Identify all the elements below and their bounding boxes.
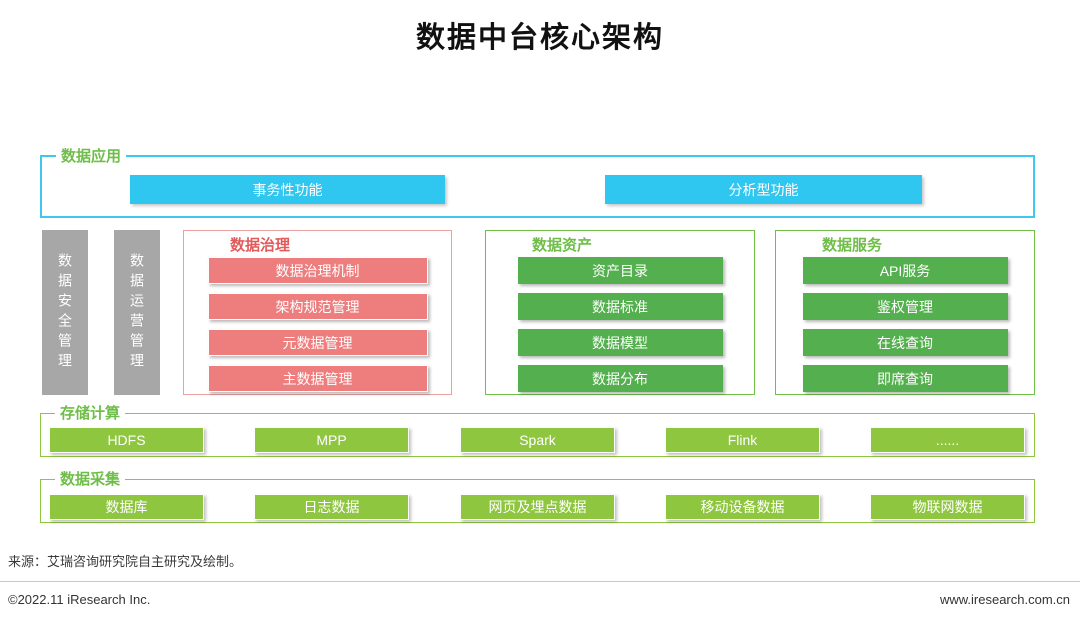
block-spark: Spark [460, 427, 615, 453]
footer-website: www.iresearch.com.cn [939, 592, 1070, 607]
block-analytical-function: 分析型功能 [605, 175, 922, 204]
block-database: 数据库 [49, 494, 204, 520]
block-hdfs: HDFS [49, 427, 204, 453]
section-data-application: 数据应用 事务性功能 分析型功能 [40, 146, 1035, 218]
block-api-service: API服务 [802, 257, 1008, 284]
bar-data-security-management: 数据安全管理 [42, 230, 88, 395]
block-more-ellipsis: ...... [870, 427, 1025, 453]
panel-data-assets: 数据资产 资产目录 数据标准 数据模型 数据分布 [485, 230, 755, 395]
block-log-data: 日志数据 [254, 494, 409, 520]
block-asset-catalog: 资产目录 [517, 257, 723, 284]
bar-data-operation-management: 数据运营管理 [114, 230, 160, 395]
block-architecture-standard-management: 架构规范管理 [207, 293, 428, 320]
section-storage-computing: 存储计算 HDFS MPP Spark Flink ...... [40, 403, 1035, 457]
block-web-tracking-data: 网页及埋点数据 [460, 494, 615, 520]
panel-data-governance: 数据治理 数据治理机制 架构规范管理 元数据管理 主数据管理 [183, 230, 452, 395]
page-title: 数据中台核心架构 [415, 22, 664, 54]
block-flink: Flink [665, 427, 820, 453]
block-auth-management: 鉴权管理 [802, 293, 1008, 320]
block-mpp: MPP [254, 427, 409, 453]
block-mobile-device-data: 移动设备数据 [665, 494, 820, 520]
footer-copyright: ©2022.11 iResearch Inc. [8, 592, 151, 607]
panel-title-data-assets: 数据资产 [532, 237, 593, 254]
section-label-storage-computing: 存储计算 [55, 403, 126, 424]
block-data-model: 数据模型 [517, 329, 723, 356]
block-metadata-management: 元数据管理 [207, 329, 428, 356]
block-online-query: 在线查询 [802, 329, 1008, 356]
panel-title-data-governance: 数据治理 [230, 237, 291, 254]
block-data-standard: 数据标准 [517, 293, 723, 320]
block-adhoc-query: 即席查询 [802, 365, 1008, 392]
block-transactional-function: 事务性功能 [130, 175, 445, 204]
source-note: 来源：艾瑞咨询研究院自主研究及绘制。 [8, 554, 243, 569]
block-data-governance-mechanism: 数据治理机制 [207, 257, 428, 284]
panel-data-services: 数据服务 API服务 鉴权管理 在线查询 即席查询 [775, 230, 1035, 395]
block-data-distribution: 数据分布 [517, 365, 723, 392]
block-master-data-management: 主数据管理 [207, 365, 428, 392]
section-data-collection: 数据采集 数据库 日志数据 网页及埋点数据 移动设备数据 物联网数据 [40, 469, 1035, 523]
section-label-data-collection: 数据采集 [55, 469, 126, 490]
block-iot-data: 物联网数据 [870, 494, 1025, 520]
panel-title-data-services: 数据服务 [822, 237, 883, 254]
footer: ©2022.11 iResearch Inc. www.iresearch.co… [0, 581, 1080, 607]
section-label-data-application: 数据应用 [56, 146, 127, 167]
